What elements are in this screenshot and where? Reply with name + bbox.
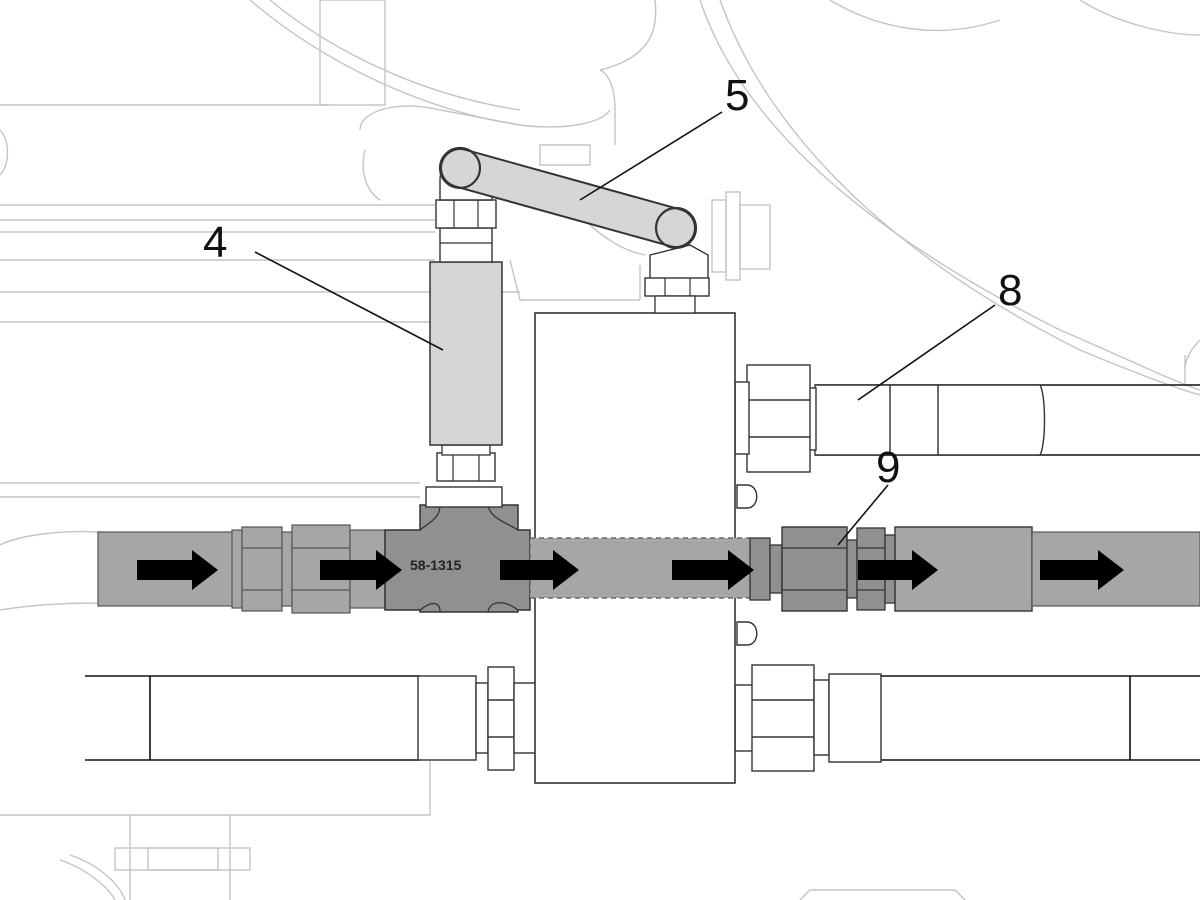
arrow-right-icon [320, 550, 402, 590]
arrow-right-icon [137, 550, 218, 590]
tee-fitting: 58-1315 [384, 486, 531, 613]
arrow-right-icon [1040, 550, 1124, 590]
lower-hose-assembly [85, 664, 1200, 772]
nut-part-9 [781, 526, 848, 612]
vertical-tube-part-4 [429, 155, 503, 482]
callout-9: 9 [876, 443, 900, 492]
arrow-right-icon [500, 550, 579, 590]
callout-5: 5 [725, 71, 749, 120]
outlet-fittings [749, 526, 1200, 612]
hose-part-8 [734, 364, 1200, 473]
angled-tube-part-5 [438, 146, 710, 314]
callouts: 4 5 8 9 [203, 71, 1022, 546]
flow-arrows [137, 550, 1124, 590]
arrow-right-icon [672, 550, 754, 590]
callout-4: 4 [203, 218, 227, 267]
fitting-part-number: 58-1315 [410, 557, 462, 573]
arrow-right-icon [858, 550, 938, 590]
callout-8: 8 [998, 266, 1022, 315]
